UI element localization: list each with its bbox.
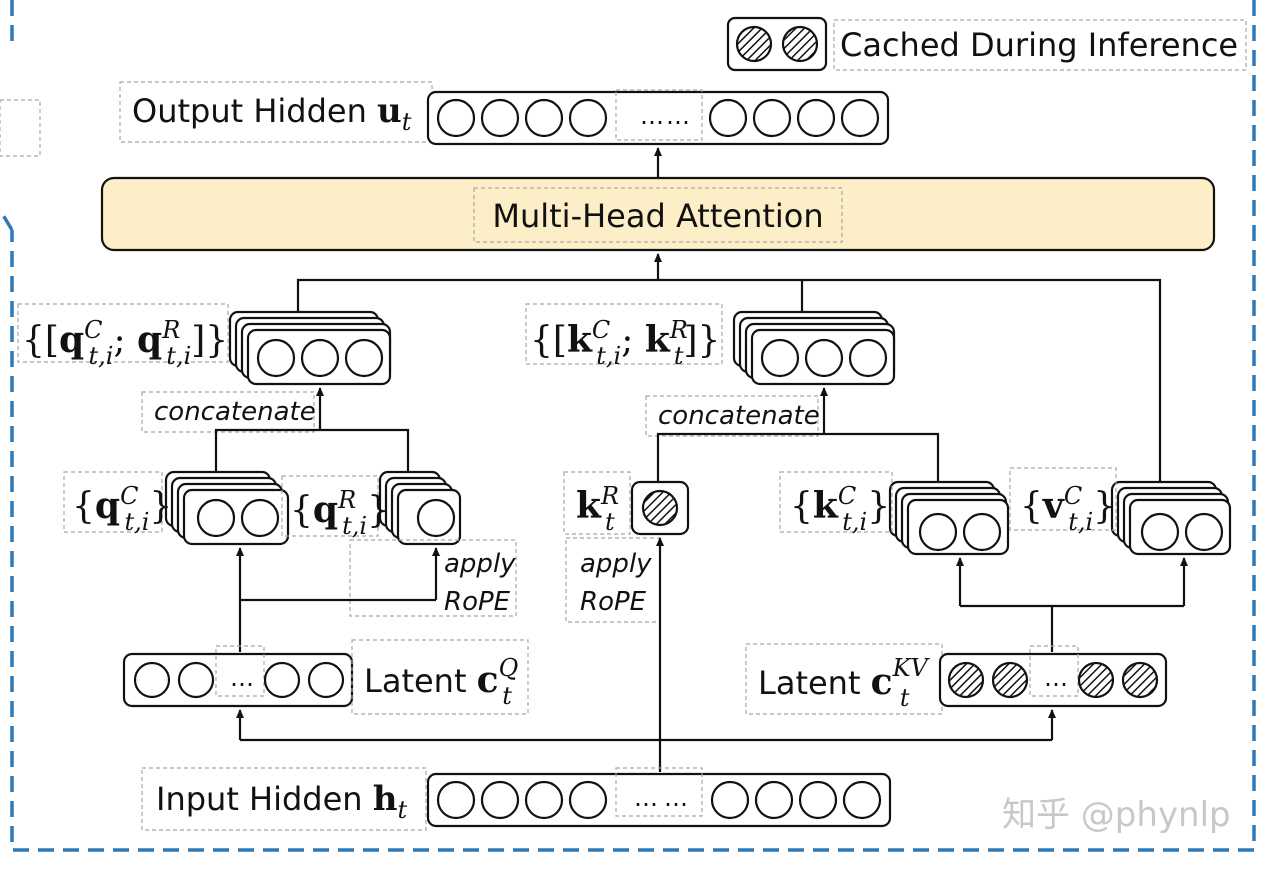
ellipsis: …	[664, 784, 688, 812]
apply-rope-q-line1: apply	[444, 549, 516, 579]
latent-q-branches	[236, 547, 440, 652]
ellipsis: …	[1044, 664, 1068, 692]
output-hidden: Output Hidden ut … …	[119, 81, 890, 146]
input-label: Input Hidden ht	[156, 779, 407, 824]
q-concat-merge	[214, 387, 410, 472]
neuron	[568, 780, 608, 820]
neuron	[1184, 512, 1224, 552]
attention-block	[100, 176, 1216, 252]
neuron	[918, 512, 958, 552]
neuron	[752, 98, 792, 138]
attention-label: Multi-Head Attention	[492, 197, 823, 235]
cached-neuron	[1077, 661, 1115, 699]
apply-rope-k-line1: apply	[580, 549, 652, 579]
neuron	[133, 661, 171, 699]
neuron	[300, 338, 340, 378]
ellipsis: …	[640, 102, 664, 130]
neuron	[1140, 512, 1180, 552]
cached-neuron	[1121, 661, 1159, 699]
neuron	[344, 338, 384, 378]
neuron	[196, 498, 236, 538]
latent-kv-vector	[938, 652, 1168, 708]
neuron	[568, 98, 608, 138]
cached-neuron	[947, 661, 985, 699]
neuron	[307, 661, 345, 699]
output-label: Output Hidden ut	[132, 91, 412, 136]
ellipsis: …	[666, 102, 690, 130]
latent-q-vector	[122, 652, 354, 708]
latent-kv-branches	[956, 557, 1188, 652]
neuron	[263, 661, 301, 699]
neuron	[416, 498, 456, 538]
k-c-stack	[888, 480, 1010, 556]
cached-icon	[781, 25, 819, 63]
cached-neuron	[991, 661, 1029, 699]
neuron	[436, 780, 476, 820]
neuron	[708, 98, 748, 138]
k-concat-merge	[656, 387, 940, 482]
neuron	[798, 780, 838, 820]
k-concat-stack	[732, 310, 896, 386]
legend: Cached During Inference	[726, 16, 1247, 72]
neuron	[256, 338, 296, 378]
cached-icon	[735, 25, 773, 63]
ellipsis: …	[634, 784, 658, 812]
concatenate-label-q: concatenate	[154, 397, 316, 427]
neuron	[842, 780, 882, 820]
neuron	[796, 98, 836, 138]
apply-rope-q-line2: RoPE	[444, 587, 511, 617]
v-c-stack	[1110, 480, 1232, 556]
attention-inputs	[296, 253, 1162, 485]
watermark: 知乎 @phynlp	[1002, 795, 1231, 835]
neuron	[480, 98, 520, 138]
q-r-stack	[378, 470, 462, 546]
q-concat-stack	[228, 310, 392, 386]
neuron	[524, 98, 564, 138]
ellipsis: …	[230, 664, 254, 692]
neuron	[480, 780, 520, 820]
apply-rope-k-line2: RoPE	[580, 587, 647, 617]
outer-frame	[0, 0, 1256, 852]
neuron	[240, 498, 280, 538]
neuron	[436, 98, 476, 138]
cached-neuron	[641, 489, 679, 527]
neuron	[848, 338, 888, 378]
neuron	[804, 338, 844, 378]
input-hidden: Input Hidden ht … …	[141, 767, 892, 831]
neuron	[710, 780, 750, 820]
neuron	[524, 780, 564, 820]
concatenate-label-k: concatenate	[658, 401, 820, 431]
neuron	[754, 780, 794, 820]
q-c-stack	[164, 470, 290, 546]
input-branches	[236, 537, 1056, 772]
neuron	[962, 512, 1002, 552]
neuron	[177, 661, 215, 699]
neuron	[760, 338, 800, 378]
multi-head-attention: Multi-Head Attention	[100, 176, 1216, 252]
k-r-vector	[630, 480, 690, 536]
legend-label: Cached During Inference	[840, 26, 1238, 64]
neuron	[840, 98, 880, 138]
